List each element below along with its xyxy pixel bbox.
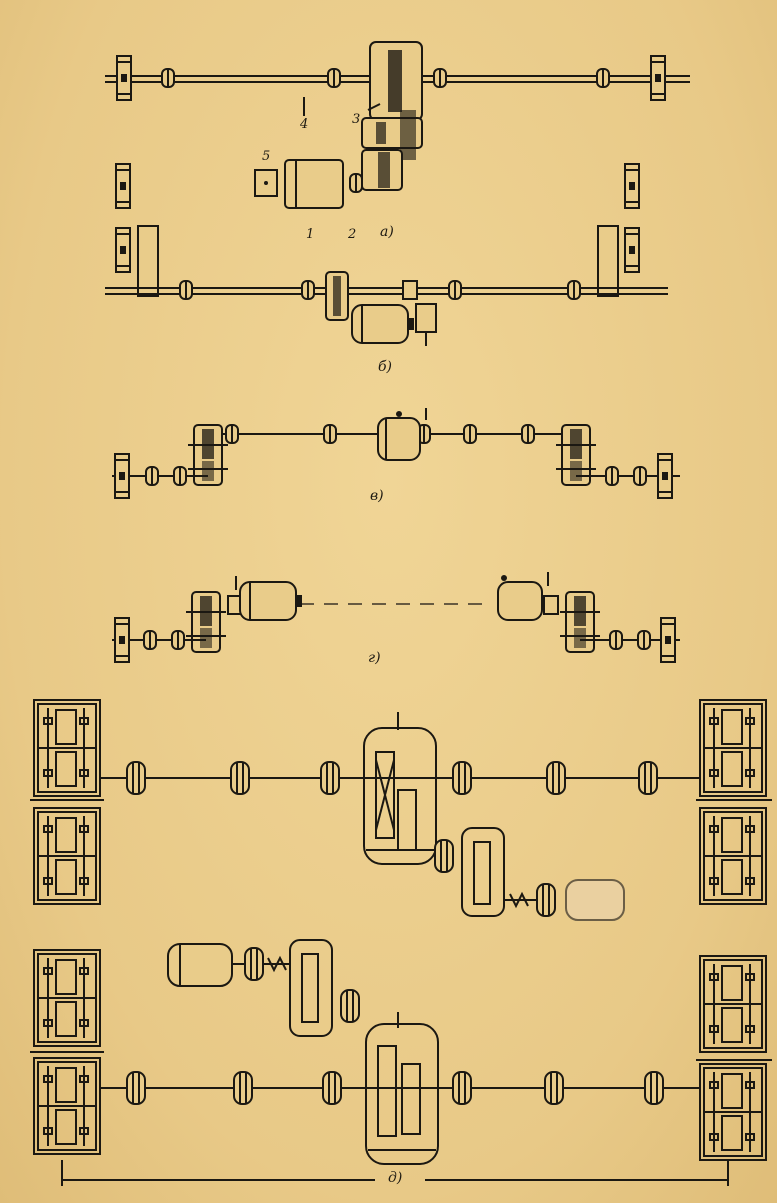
- caption-g: г): [368, 650, 381, 666]
- diagram-d-upper: [30, 699, 772, 921]
- diagram-d-lower: д): [30, 939, 772, 1186]
- diagram-a: 4 3 5 1 2 а): [105, 41, 690, 242]
- label-1: 1: [306, 227, 314, 242]
- diagram-b: б): [105, 163, 668, 375]
- diagram-v: в): [112, 408, 680, 504]
- label-5: 5: [262, 149, 270, 164]
- caption-b: б): [378, 359, 392, 375]
- label-2: 2: [347, 227, 356, 242]
- label-4: 4: [299, 117, 308, 132]
- label-3: 3: [352, 112, 360, 127]
- caption-a: а): [380, 224, 394, 240]
- caption-v: в): [370, 488, 384, 504]
- caption-d: д): [388, 1170, 402, 1186]
- diagram-g: г): [112, 572, 680, 666]
